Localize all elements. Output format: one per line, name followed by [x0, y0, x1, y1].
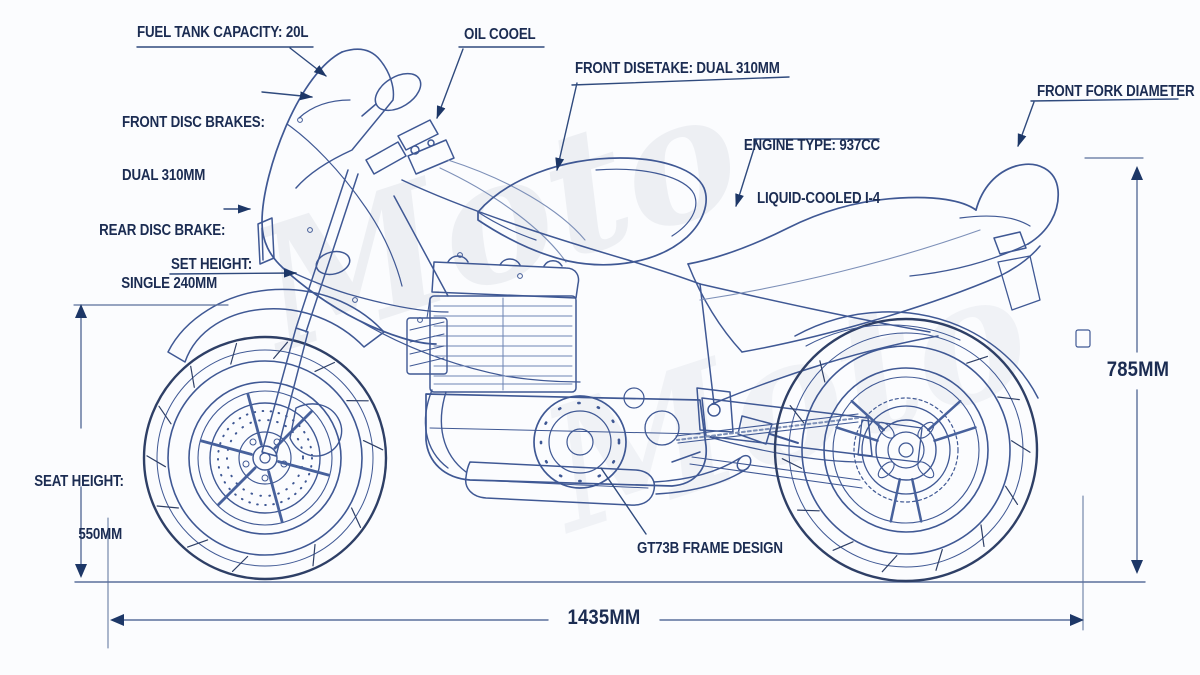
leader-front-disc-top: [557, 76, 790, 170]
dim-seat-height: [73, 304, 229, 578]
front-wheel: [142, 335, 388, 581]
motorcycle-drawing: [74, 48, 1146, 583]
dim-wheelbase: [107, 495, 1084, 649]
seat-tail: [687, 163, 1060, 353]
label-rear-disc-brake: REAR DISC BRAKE: SINGLE 240MM: [99, 187, 226, 328]
leader-lines: [136, 46, 1179, 535]
label-engine-type-line1: ENGINE TYPE: 937CC: [743, 137, 880, 155]
label-engine-type-line2: LIQUID-COOLED I-4: [757, 190, 880, 208]
label-seat-height-line2: 550MM: [78, 526, 122, 544]
label-seat-height-line1: SEAT HEIGHT:: [34, 473, 124, 491]
leader-engine-type: [736, 138, 880, 206]
label-front-fork-diameter: FRONT FORK DIAMETER: [1037, 83, 1195, 100]
dimension-lines: [73, 157, 1144, 649]
label-rear-disc-brake-line2: SINGLE 240MM: [121, 275, 217, 293]
label-front-disc-brakes: FRONT DISC BRAKES: DUAL 310MM: [122, 79, 265, 220]
label-frame-design: GT73B FRAME DESIGN: [637, 540, 783, 557]
label-oil-cooler: OIL COOEL: [464, 26, 536, 43]
rear-wheel: [773, 317, 1039, 583]
engine: [406, 255, 708, 489]
label-front-disc-top: FRONT DISETAKE: DUAL 310MM: [575, 60, 780, 77]
label-seat-height: SEAT HEIGHT: 550MM: [34, 438, 124, 579]
oil-cooler-part: [406, 297, 448, 375]
rear-fender: [794, 311, 1091, 399]
exhaust: [424, 389, 752, 506]
label-engine-type: ENGINE TYPE: 937CC LIQUID-COOLED I-4: [736, 102, 880, 243]
label-rear-disc-brake-line1: REAR DISC BRAKE:: [99, 222, 226, 240]
dim-overall-height: [1084, 157, 1144, 574]
front-fork: [261, 119, 586, 457]
front-fairing: [257, 48, 581, 383]
swingarm: [701, 397, 923, 463]
dim-label-1435mm: 1435MM: [567, 606, 641, 629]
dim-label-785mm: 785MM: [1106, 358, 1170, 381]
leader-set-height: [169, 268, 297, 278]
leader-oil-cooler: [437, 46, 545, 118]
fuel-tank: [477, 157, 707, 266]
label-fuel-tank-capacity: FUEL TANK CAPACITY: 20L: [137, 24, 309, 41]
chain: [675, 413, 863, 489]
leader-frame-design: [600, 467, 647, 535]
label-set-height: SET HEIGHT:: [171, 256, 253, 273]
leader-fuel-tank: [136, 46, 326, 76]
label-front-disc-brakes-line2: DUAL 310MM: [122, 167, 206, 185]
leader-front-disc: [261, 91, 313, 101]
leader-front-fork: [1018, 98, 1179, 146]
label-front-disc-brakes-line1: FRONT DISC BRAKES:: [122, 114, 265, 132]
